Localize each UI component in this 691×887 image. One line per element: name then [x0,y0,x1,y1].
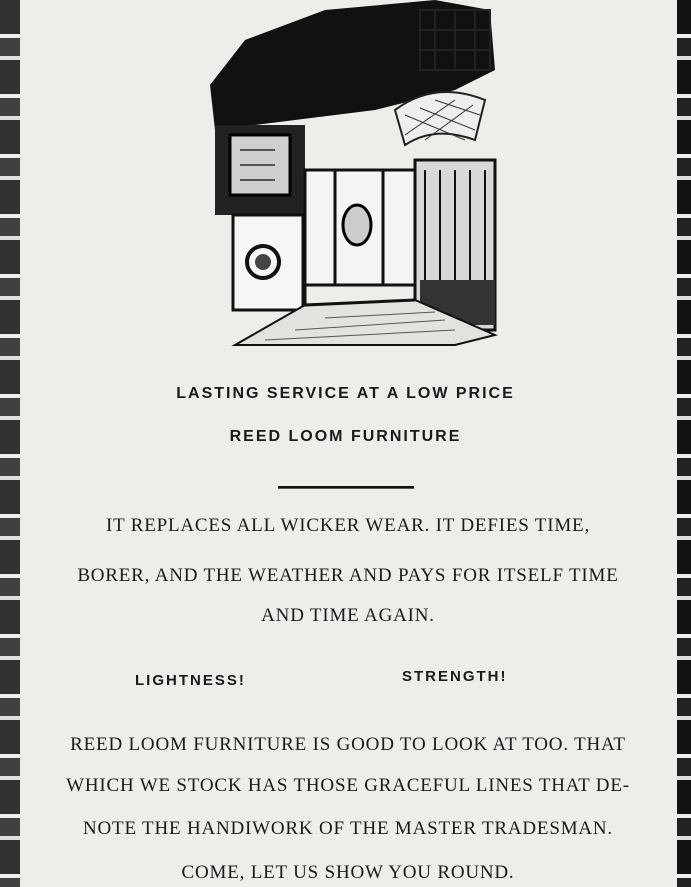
decorative-border-right [677,0,691,887]
para1-line1: IT REPLACES ALL WICKER WEAR. IT DEFIES T… [106,515,590,536]
veranda-illustration [210,0,499,346]
headline-lasting-service: LASTING SERVICE AT A LOW PRICE [176,385,515,402]
para2-line2: WHICH WE STOCK HAS THOSE GRACEFUL LINES … [66,775,630,796]
divider-rule [278,486,414,489]
para1-line2: BORER, AND THE WEATHER AND PAYS FOR ITSE… [77,565,619,586]
para2-line3: NOTE THE HANDIWORK OF THE MASTER TRADESM… [83,818,613,839]
para2-line1: REED LOOM FURNITURE IS GOOD TO LOOK AT T… [70,734,626,755]
para1-line3: AND TIME AGAIN. [261,605,435,626]
para2-line4: COME, LET US SHOW YOU ROUND. [181,862,515,883]
headline-reed-loom: REED LOOM FURNITURE [229,428,462,445]
subhead-lightness: LIGHTNESS! [135,672,246,689]
subhead-strength: STRENGTH! [402,668,508,685]
decorative-border-left [0,0,20,887]
